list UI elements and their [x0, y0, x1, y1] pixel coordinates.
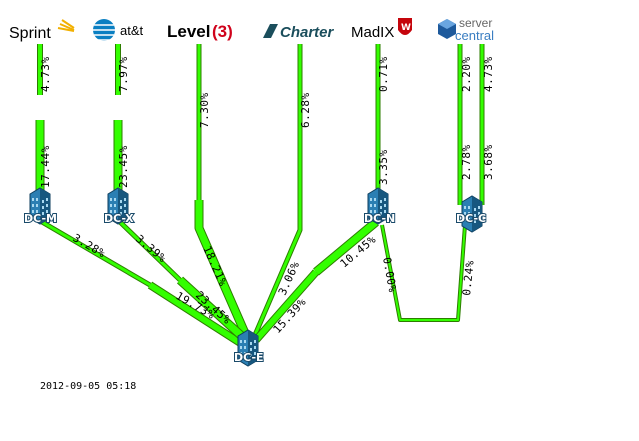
madix-logo-text: MadIX: [351, 24, 394, 41]
util-madix-out: 3.35%: [377, 149, 390, 185]
node-dc-n[interactable]: DC-N: [363, 187, 396, 226]
util-level3-in: 7.30%: [198, 92, 211, 128]
att-globe-icon: [93, 19, 115, 41]
svg-text:DC-X: DC-X: [104, 212, 134, 225]
util-level3-out: 18.21%: [200, 244, 229, 288]
madix-crest-icon: W: [398, 18, 412, 35]
svg-text:DC-E: DC-E: [234, 351, 264, 364]
sprint-wing-icon: [57, 19, 75, 32]
link-dcn-dcc[interactable]: [380, 224, 467, 322]
util-madix-in: 0.71%: [377, 56, 390, 92]
sprint-logo: Sprint: [9, 19, 75, 42]
server-central-logo-text-bottom: central: [455, 28, 494, 43]
link-dcm-dce[interactable]: [40, 219, 248, 350]
util-server-central-2-out: 3.68%: [482, 144, 495, 180]
link-level3-dce[interactable]: [194, 44, 253, 342]
charter-logo-text: Charter: [280, 24, 335, 41]
links: [35, 44, 485, 350]
madix-logo: MadIX W: [351, 18, 412, 41]
server-central-cube-icon: [438, 19, 456, 39]
level3-logo: Level (3): [167, 22, 233, 41]
att-logo: at&t: [93, 19, 144, 41]
node-dc-c[interactable]: DC-C: [455, 195, 487, 233]
charter-swoosh-icon: [263, 24, 278, 38]
node-dc-x[interactable]: DC-X: [103, 187, 135, 226]
util-server-central-1-in: 2.20%: [460, 56, 473, 92]
link-charter-dce[interactable]: [249, 44, 303, 343]
sprint-logo-text: Sprint: [9, 25, 51, 42]
util-dcn-dcc-b: 0.24%: [460, 260, 477, 297]
node-dc-e[interactable]: DC-E: [233, 329, 265, 367]
svg-text:DC-N: DC-N: [364, 212, 395, 225]
utilization-labels: 4.73% 17.44% 7.97% 23.45% 7.30% 6.28% 0.…: [39, 56, 495, 336]
svg-text:DC-C: DC-C: [456, 212, 486, 225]
charter-logo: Charter: [263, 24, 335, 41]
util-server-central-2-in: 4.73%: [482, 56, 495, 92]
link-dcx-dce[interactable]: [118, 220, 250, 344]
node-dc-m[interactable]: DC-M: [23, 187, 58, 226]
util-att-in: 7.97%: [117, 56, 130, 92]
timestamp: 2012-09-05 05:18: [40, 381, 136, 392]
att-logo-text: at&t: [120, 23, 144, 38]
link-dcn-dce[interactable]: [253, 218, 379, 343]
server-central-logo-text-top: server: [459, 16, 492, 30]
util-dcx-dce-a: 3.39%: [133, 232, 169, 265]
level3-logo-text: Level: [167, 22, 210, 41]
svg-text:DC-M: DC-M: [24, 212, 57, 225]
util-att-out: 23.45%: [117, 145, 130, 188]
svg-text:W: W: [401, 23, 411, 33]
util-dcm-dce-a: 3.28%: [71, 231, 108, 260]
util-sprint-out: 17.44%: [39, 145, 52, 188]
server-central-logo: server central: [438, 16, 494, 43]
util-server-central-1-out: 2.78%: [460, 144, 473, 180]
util-charter-in: 6.28%: [299, 92, 312, 128]
util-sprint-in: 4.73%: [39, 56, 52, 92]
level3-logo-number: (3): [212, 22, 233, 41]
util-dcn-dcc-a: 0.00%: [380, 256, 399, 293]
